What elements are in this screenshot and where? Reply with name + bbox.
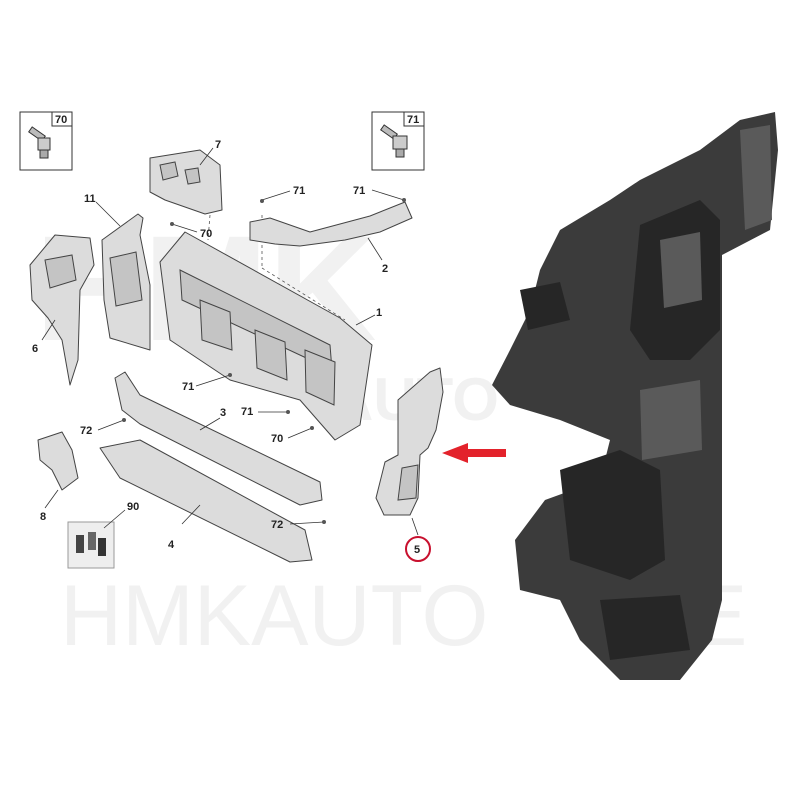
callout-90: 90 — [127, 501, 139, 513]
part-8: 8 — [37, 431, 79, 523]
callout-1: 1 — [376, 307, 382, 319]
fastener-callouts-bottom: 71 71 70 72 72 — [80, 373, 326, 531]
highlight-circle — [405, 536, 431, 562]
callout-71-d: 71 — [241, 406, 253, 418]
flange-bolt-icon — [380, 124, 408, 158]
part-5: 5 — [375, 367, 444, 562]
part-11: 11 — [84, 193, 151, 351]
part-4: 4 — [99, 439, 313, 563]
callout-7: 7 — [215, 139, 221, 151]
part-2: 2 — [249, 201, 413, 275]
callout-5: 5 — [414, 544, 420, 556]
callout-71-a: 71 — [293, 185, 305, 197]
watermark-bottom: HMKAUTO — [60, 568, 488, 664]
fastener-box-70: 70 — [19, 111, 73, 171]
callout-6: 6 — [32, 343, 38, 355]
bolt-icon — [28, 126, 51, 159]
part-1: 1 — [159, 214, 382, 441]
part-7: 7 — [149, 139, 223, 215]
fastener-callouts-top: 71 71 70 — [170, 185, 406, 240]
callout-11: 11 — [84, 193, 96, 205]
arrow-left-icon — [442, 443, 506, 463]
callout-70-b: 70 — [271, 433, 283, 445]
callout-70-a: 70 — [200, 228, 212, 240]
part-3: 3 — [114, 371, 323, 506]
part-photo — [492, 112, 778, 680]
fastener-box-71: 71 — [371, 111, 425, 171]
callout-2: 2 — [382, 263, 388, 275]
callout-71-b: 71 — [353, 185, 365, 197]
fastener-box-71-label: 71 — [407, 114, 419, 126]
callout-4: 4 — [168, 539, 175, 551]
callout-8: 8 — [40, 511, 46, 523]
fastener-box-70-label: 70 — [55, 114, 67, 126]
part-6: 6 — [29, 234, 95, 386]
part-90: 90 — [67, 501, 139, 569]
callout-72-b: 72 — [271, 519, 283, 531]
callout-72-a: 72 — [80, 425, 92, 437]
callout-71-c: 71 — [182, 381, 194, 393]
callout-3: 3 — [220, 407, 226, 419]
